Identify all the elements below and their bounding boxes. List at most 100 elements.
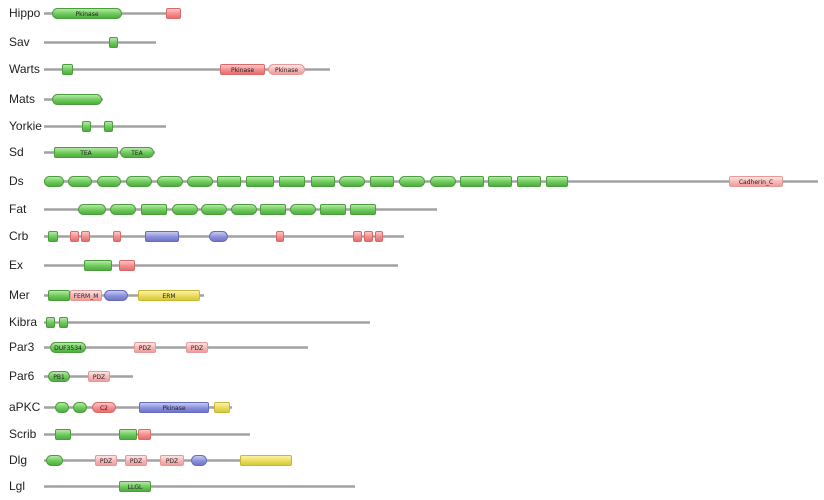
protein-name: Dlg bbox=[9, 453, 28, 467]
domain-green bbox=[59, 317, 68, 328]
domain-pink: FERM_M bbox=[70, 290, 102, 301]
domain-green bbox=[110, 204, 136, 215]
domain-green bbox=[370, 176, 394, 187]
domain-pink: PDZ bbox=[95, 455, 117, 466]
domain-red bbox=[81, 231, 90, 242]
protein-name: Lgl bbox=[9, 479, 26, 493]
domain-blue bbox=[104, 290, 128, 301]
domain-green bbox=[246, 176, 274, 187]
domain-yellow: ERM bbox=[138, 290, 200, 301]
domain-pink: Cadherin_C bbox=[729, 176, 783, 187]
domain-green bbox=[97, 176, 121, 187]
domain-green bbox=[172, 204, 198, 215]
domain-red bbox=[166, 8, 181, 19]
domain-green bbox=[488, 176, 512, 187]
domain-blue bbox=[191, 455, 207, 466]
domain-green bbox=[73, 402, 87, 413]
domain-green bbox=[311, 176, 335, 187]
domain-green bbox=[339, 176, 365, 187]
protein-backbone bbox=[44, 264, 398, 267]
protein-name: Sav bbox=[9, 35, 30, 49]
protein-backbone bbox=[44, 41, 156, 44]
domain-pink: PDZ bbox=[88, 371, 110, 382]
protein-name: Mats bbox=[9, 92, 36, 106]
protein-name: Par6 bbox=[9, 369, 35, 383]
domain-blue bbox=[209, 231, 228, 242]
domain-red bbox=[353, 231, 362, 242]
domain-green bbox=[350, 204, 376, 215]
domain-yellow bbox=[214, 402, 230, 413]
domain-green bbox=[46, 317, 55, 328]
protein-backbone bbox=[44, 68, 330, 71]
domain-green bbox=[62, 64, 73, 75]
domain-pink: PDZ bbox=[125, 455, 147, 466]
domain-green bbox=[187, 176, 213, 187]
protein-name: Kibra bbox=[9, 315, 38, 329]
protein-backbone bbox=[44, 321, 370, 324]
domain-red bbox=[70, 231, 79, 242]
domain-red: C2 bbox=[92, 402, 116, 413]
domain-red bbox=[113, 231, 121, 242]
protein-name: Fat bbox=[9, 202, 27, 216]
domain-pink: Pkinase bbox=[268, 64, 305, 75]
domain-green: PB1 bbox=[48, 371, 70, 382]
domain-green bbox=[126, 176, 152, 187]
domain-red: Pkinase bbox=[220, 64, 265, 75]
protein-name: Crb bbox=[9, 229, 29, 243]
domain-green: Pkinase bbox=[52, 8, 122, 19]
protein-name: Par3 bbox=[9, 340, 35, 354]
domain-green bbox=[217, 176, 241, 187]
domain-yellow bbox=[240, 455, 292, 466]
domain-green bbox=[260, 204, 286, 215]
domain-green: DUF3534 bbox=[50, 342, 86, 353]
domain-green bbox=[546, 176, 568, 187]
domain-green bbox=[82, 121, 91, 132]
domain-red bbox=[375, 231, 383, 242]
protein-name: Scrib bbox=[9, 427, 37, 441]
domain-green bbox=[290, 204, 316, 215]
domain-green bbox=[48, 290, 70, 301]
protein-backbone bbox=[44, 346, 308, 349]
domain-pink: PDZ bbox=[134, 342, 156, 353]
domain-green bbox=[55, 429, 71, 440]
domain-blue bbox=[145, 231, 179, 242]
protein-name: aPKC bbox=[9, 400, 41, 414]
protein-backbone bbox=[44, 406, 232, 409]
protein-name: Ex bbox=[9, 258, 24, 272]
domain-green bbox=[52, 94, 102, 105]
protein-name: Yorkie bbox=[9, 119, 42, 133]
domain-green: TEA bbox=[54, 147, 118, 158]
protein-name: Warts bbox=[9, 62, 40, 76]
domain-green bbox=[399, 176, 425, 187]
domain-green bbox=[84, 260, 112, 271]
domain-green bbox=[48, 231, 58, 242]
domain-red bbox=[364, 231, 373, 242]
domain-green: TEA bbox=[120, 147, 154, 158]
domain-green: LLGL bbox=[119, 481, 151, 492]
protein-backbone bbox=[44, 485, 355, 488]
domain-green bbox=[141, 204, 167, 215]
domain-red bbox=[276, 231, 284, 242]
domain-green bbox=[231, 204, 257, 215]
protein-name: Hippo bbox=[9, 6, 41, 20]
domain-green bbox=[279, 176, 305, 187]
domain-green bbox=[68, 176, 92, 187]
protein-name: Ds bbox=[9, 174, 24, 188]
domain-green bbox=[119, 429, 137, 440]
domain-red bbox=[138, 429, 151, 440]
protein-name: Mer bbox=[9, 288, 30, 302]
domain-green bbox=[109, 37, 118, 48]
domain-pink: PDZ bbox=[186, 342, 208, 353]
domain-blue: Pkinase bbox=[139, 402, 209, 413]
domain-green bbox=[320, 204, 346, 215]
domain-pink: PDZ bbox=[160, 455, 184, 466]
domain-green bbox=[78, 204, 106, 215]
domain-green bbox=[55, 402, 69, 413]
domain-green bbox=[46, 455, 63, 466]
domain-green bbox=[201, 204, 227, 215]
domain-green bbox=[157, 176, 183, 187]
domain-red bbox=[119, 260, 135, 271]
protein-name: Sd bbox=[9, 145, 24, 159]
domain-green bbox=[430, 176, 456, 187]
